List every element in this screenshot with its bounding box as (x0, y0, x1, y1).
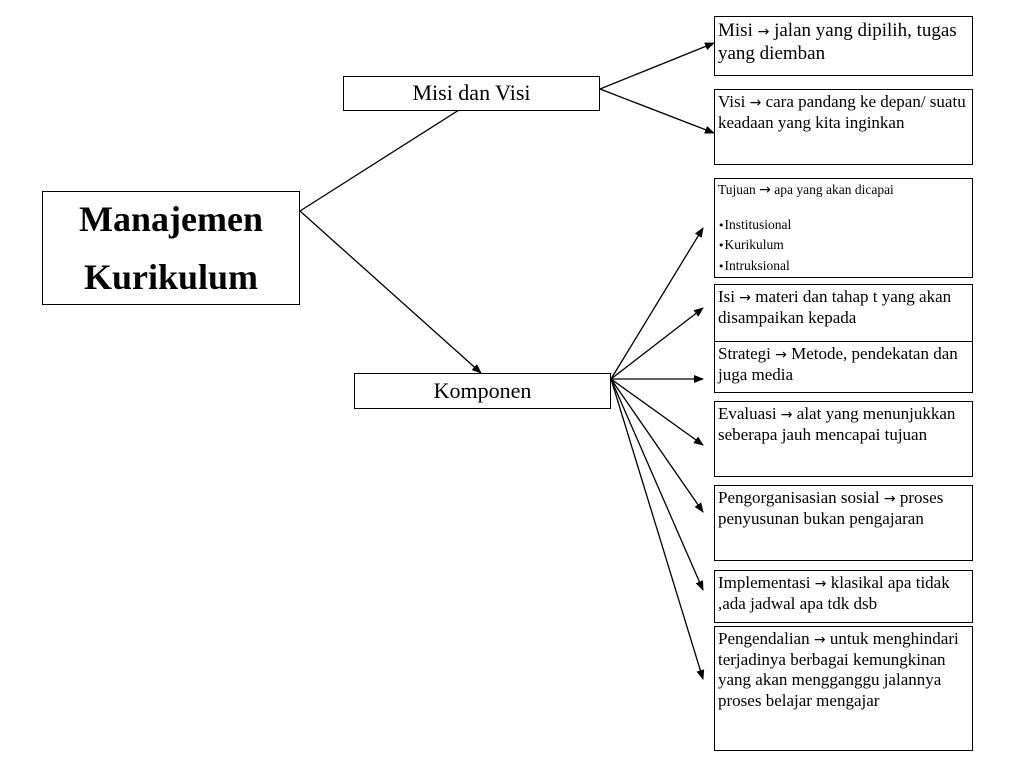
right-arrow-icon: → (814, 576, 827, 592)
right-arrow-icon: → (780, 407, 793, 423)
root-node-manajemen-kurikulum: Manajemen Kurikulum (42, 191, 300, 305)
leaf-term: Evaluasi (718, 404, 777, 423)
leaf-visi: Visi → cara pandang ke depan/ suatu kead… (714, 89, 973, 165)
node-misi-dan-visi-label: Misi dan Visi (412, 80, 531, 106)
arrow-root-to-misi-visi (299, 95, 482, 212)
right-arrow-icon: → (775, 347, 787, 363)
arrow-to-pengorganisasian (610, 378, 704, 513)
leaf-term: Isi (718, 287, 735, 306)
tujuan-bullet-text: Kurikulum (724, 237, 784, 253)
tujuan-bullet-item: Kurikulum (718, 235, 969, 255)
arrow-root-to-komponen (299, 210, 482, 374)
leaf-isi: Isi → materi dan tahap t yang akan disam… (714, 284, 973, 346)
node-komponen-label: Komponen (433, 377, 532, 403)
leaf-description: cara pandang ke depan/ suatu keadaan yan… (718, 92, 966, 132)
right-arrow-icon: → (757, 24, 770, 40)
leaf-strategi: Strategi → Metode, pendekatan dan juga m… (714, 341, 973, 393)
leaf-term: Implementasi (718, 573, 811, 592)
leaf-description: alat yang menunjukkan seberapa jauh menc… (718, 404, 956, 444)
leaf-pengendalian: Pengendalian → untuk menghindari terjadi… (714, 626, 973, 751)
tujuan-bullet-item: Institusional (718, 215, 969, 235)
node-komponen: Komponen (354, 373, 611, 409)
leaf-misi: Misi → jalan yang dipilih, tugas yang di… (714, 16, 973, 76)
leaf-description: klasikal apa tidak ,ada jadwal apa tdk d… (718, 573, 950, 613)
leaf-term: Misi (718, 20, 753, 41)
arrow-to-tujuan (610, 227, 704, 380)
root-title-line-1: Manajemen (79, 199, 263, 239)
right-arrow-icon: → (759, 182, 771, 198)
tujuan-heading: Tujuan → apa yang akan dicapai (718, 182, 969, 199)
arrow-to-implementasi (610, 378, 704, 591)
leaf-implementasi: Implementasi → klasikal apa tidak ,ada j… (714, 570, 973, 623)
tujuan-bullet-item: Intruksional (718, 256, 969, 276)
root-title-line-2: Kurikulum (83, 257, 259, 297)
leaf-term: Pengendalian (718, 629, 810, 648)
right-arrow-icon: → (813, 632, 826, 648)
leaf-term: Visi (718, 92, 746, 111)
leaf-description: untuk menghindari terjadinya berbagai ke… (718, 629, 959, 711)
leaf-term: Strategi (718, 344, 771, 363)
leaf-description: apa yang akan dicapai (770, 182, 894, 197)
right-arrow-icon: → (739, 290, 751, 306)
tujuan-bullet-text: Intruksional (724, 257, 790, 273)
leaf-pengorganisasian-sosial: Pengorganisasian sosial → proses penyusu… (714, 485, 973, 561)
leaf-tujuan: Tujuan → apa yang akan dicapai Institusi… (714, 178, 973, 278)
arrow-to-evaluasi (610, 378, 704, 446)
arrow-to-pengendalian (610, 378, 705, 680)
right-arrow-icon: → (749, 95, 762, 111)
leaf-description: jalan yang dipilih, tugas yang diemban (718, 20, 957, 65)
arrow-to-isi (610, 307, 704, 380)
leaf-evaluasi: Evaluasi → alat yang menunjukkan seberap… (714, 401, 973, 477)
leaf-term: Tujuan (718, 182, 756, 197)
right-arrow-icon: → (883, 491, 896, 507)
leaf-description: proses penyusunan bukan pengajaran (718, 488, 944, 528)
arrow-to-visi (599, 88, 715, 134)
tujuan-bullet-list: Institusional Kurikulum Intruksional (718, 215, 969, 276)
tujuan-bullet-text: Institusional (724, 217, 792, 233)
leaf-description: Metode, pendekatan dan juga media (718, 344, 958, 384)
leaf-description: materi dan tahap t yang akan disampaikan… (718, 287, 952, 327)
arrow-to-misi (599, 42, 715, 90)
leaf-term: Pengorganisasian sosial (718, 488, 880, 507)
node-misi-dan-visi: Misi dan Visi (343, 76, 600, 111)
